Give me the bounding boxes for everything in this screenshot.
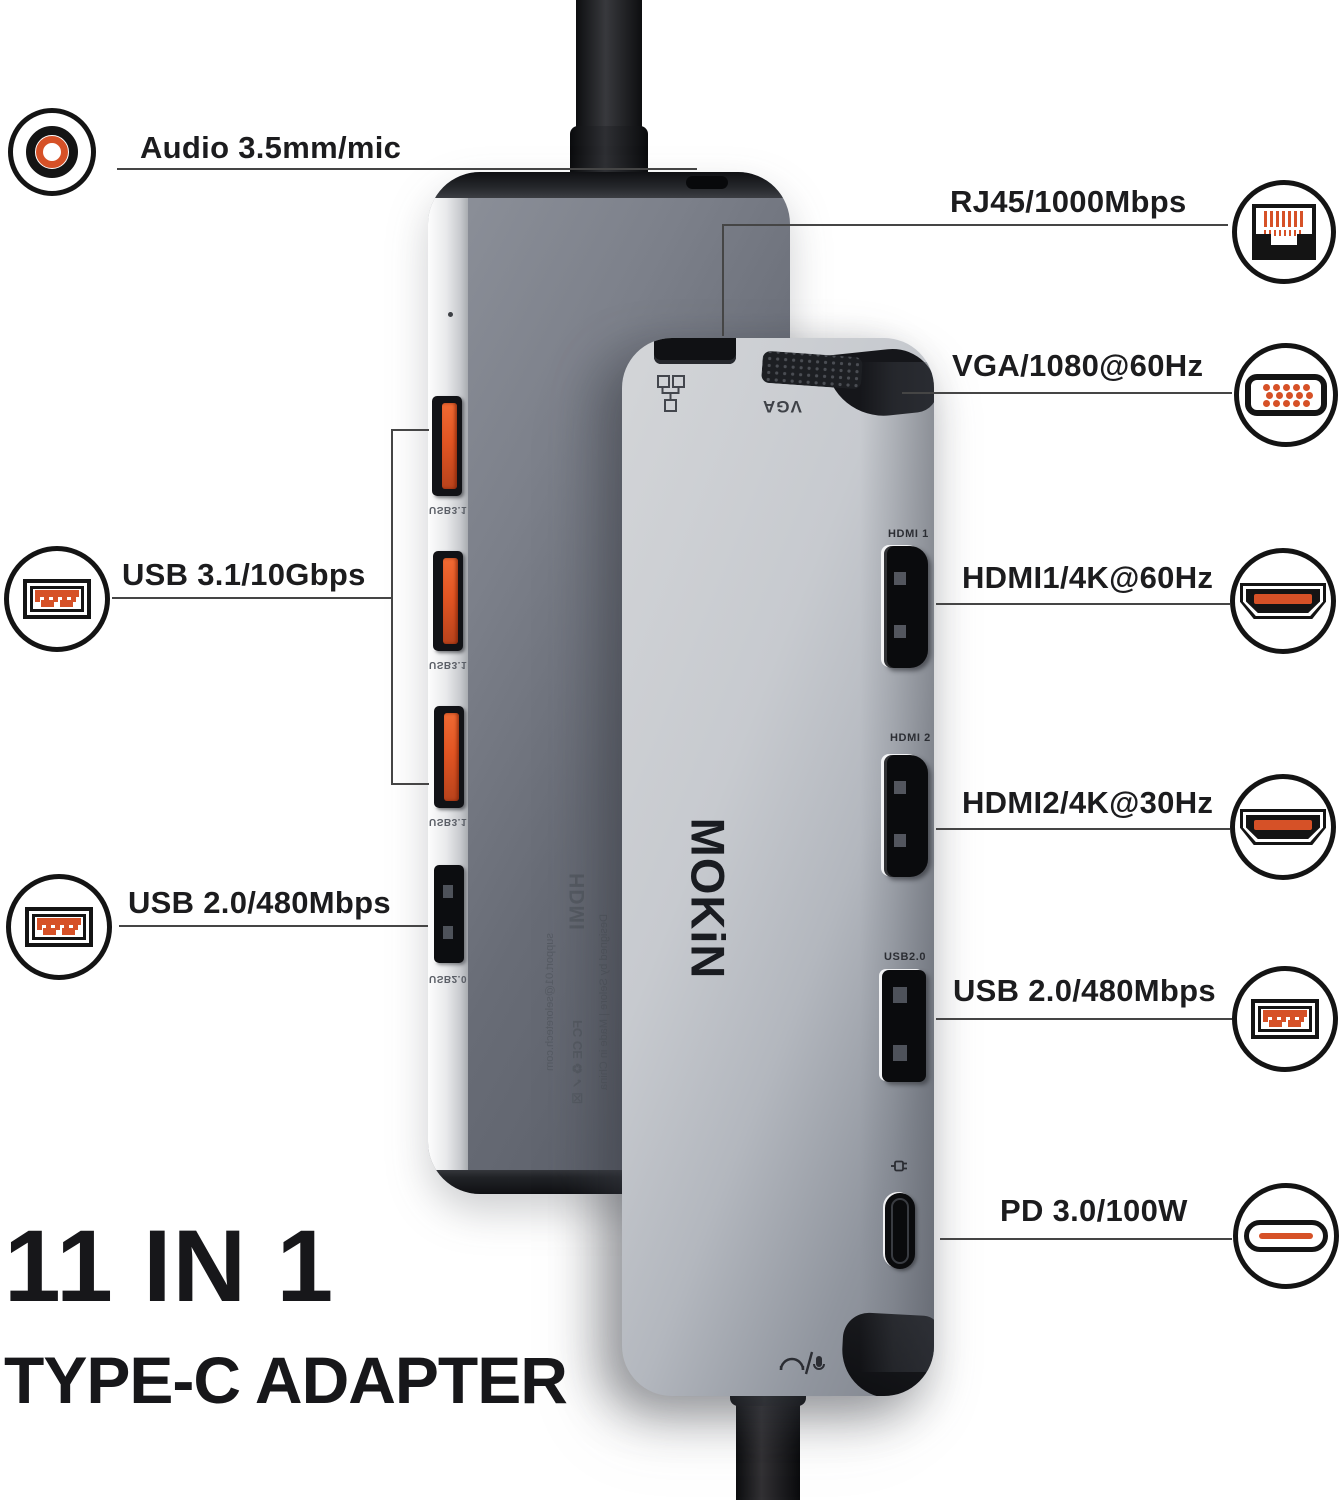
certification-marks: FC CE ♻ ✓ ☒	[564, 972, 592, 1152]
vga-label: VGA/1080@60Hz	[952, 348, 1204, 383]
back-print-support: support.01@seloretech.com	[538, 840, 562, 1164]
hdmi-logo-text: HDMI	[566, 873, 590, 931]
hdmi1-port-label: HDMI 1	[888, 528, 929, 540]
brand-logo-wrap: MOKiN	[676, 816, 740, 980]
audio-jack-icon	[8, 108, 96, 196]
usb-a-icon-body	[25, 907, 93, 947]
hdmi2-label: HDMI2/4K@30Hz	[962, 785, 1214, 820]
usb-c-icon-body	[1244, 1220, 1328, 1252]
hdmi-icon	[1230, 774, 1336, 880]
usb2-left-callout-line	[119, 925, 428, 927]
audio-label: Audio 3.5mm/mic	[140, 130, 402, 165]
back-print-designed: Designed by Selore | Made in China	[592, 840, 616, 1164]
audio-callout-line	[117, 168, 697, 170]
usb-a-icon-body	[1251, 999, 1319, 1039]
vga-icon-body	[1245, 374, 1327, 416]
usb-a-icon-inner	[32, 914, 86, 940]
usb3-port-1-label: USB3.1	[428, 504, 467, 515]
usb-a-icon-inner	[1258, 1006, 1312, 1032]
pd-callout-line	[940, 1238, 1232, 1240]
hdmi-logo-print: HDMI	[564, 852, 592, 952]
brand-logo: MOKiN	[681, 817, 735, 979]
usb3-port-3	[434, 706, 464, 808]
hdmi1-callout-line	[936, 603, 1230, 605]
usb3-port-1-tongue	[442, 403, 457, 489]
power-plug-icon	[891, 1160, 907, 1172]
headline-count: 11 IN 1	[4, 1209, 335, 1323]
rj45-icon-body	[1252, 204, 1316, 260]
audio-jack-icon-ring	[26, 126, 78, 178]
usb3-callout-line	[112, 597, 393, 599]
vga-port	[761, 350, 863, 390]
usb3-bracket-line	[391, 429, 393, 785]
pd-label: PD 3.0/100W	[1000, 1193, 1188, 1228]
usb-a-icon	[4, 546, 110, 652]
vga-port-label: VGA	[762, 397, 802, 416]
usb-c-icon	[1233, 1183, 1339, 1289]
usb3-bracket-stub-top	[391, 429, 429, 431]
rj45-icon	[1232, 180, 1336, 284]
usb3-bracket-stub-bottom	[391, 783, 429, 785]
indicator-pinhole	[448, 312, 453, 317]
hdmi2-port	[884, 755, 928, 877]
rj45-label: RJ45/1000Mbps	[950, 184, 1187, 219]
usb2-left-label: USB 2.0/480Mbps	[128, 885, 391, 920]
usb3-port-2-label: USB3.1	[428, 659, 467, 670]
usb2-port-back	[434, 865, 464, 963]
usb2-right-label: USB 2.0/480Mbps	[953, 973, 1216, 1008]
usb-a-icon	[1232, 966, 1338, 1072]
usb3-label: USB 3.1/10Gbps	[122, 557, 366, 592]
vga-callout-line	[902, 392, 1232, 394]
usb3-port-2	[433, 551, 463, 651]
back-print-designed-text: Designed by Selore | Made in China	[598, 914, 610, 1090]
usb3-port-3-label: USB3.1	[428, 816, 467, 827]
usb3-port-2-tongue	[443, 558, 458, 644]
rj45-callout-line-vertical	[722, 224, 724, 336]
rj45-callout-line	[722, 224, 1228, 226]
usb2-front-port	[882, 970, 926, 1082]
usb-a-icon-inner	[30, 586, 84, 612]
hdmi-icon-body	[1240, 809, 1326, 845]
usb-c-pd-port	[885, 1193, 915, 1269]
rj45-port	[654, 338, 736, 364]
hub-back-side-edge	[428, 196, 468, 1172]
headline-type: TYPE-C ADAPTER	[4, 1343, 568, 1417]
usb2-right-callout-line	[936, 1018, 1232, 1020]
usb2-port-back-label: USB2.0	[428, 973, 467, 984]
hub-back-top-rim	[428, 172, 790, 198]
usb-a-icon-body	[23, 579, 91, 619]
back-print-support-text: support.01@seloretech.com	[544, 933, 556, 1071]
hdmi-icon	[1230, 548, 1336, 654]
usb3-port-3-tongue	[444, 713, 459, 801]
audio-jack-icon-core	[36, 136, 68, 168]
hdmi1-label: HDMI1/4K@60Hz	[962, 560, 1214, 595]
host-cable-top	[570, 0, 648, 184]
headset-mic-icon	[779, 1351, 825, 1375]
ethernet-icon	[657, 375, 685, 412]
vga-icon	[1234, 343, 1338, 447]
hdmi1-port	[884, 546, 928, 668]
usb2-front-port-label: USB2.0	[884, 951, 927, 963]
hub-front-view: VGA HDMI 1 HDMI 2 USB2.0 MOKiN	[622, 338, 934, 1396]
hdmi2-callout-line	[936, 828, 1230, 830]
certification-marks-text: FC CE ♻ ✓ ☒	[570, 1019, 586, 1105]
usb3-port-1	[432, 396, 462, 496]
hdmi-icon-body	[1240, 583, 1326, 619]
audio-jack-port	[686, 176, 728, 189]
hdmi2-port-label: HDMI 2	[890, 732, 931, 744]
usb-a-icon	[6, 874, 112, 980]
